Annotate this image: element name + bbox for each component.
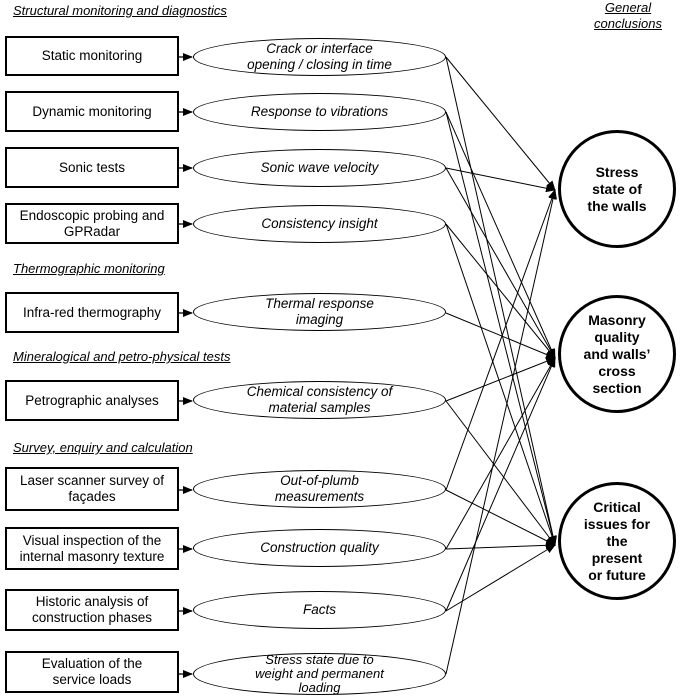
result-facts: Facts xyxy=(193,591,446,629)
method-sonic-tests: Sonic tests xyxy=(5,147,179,188)
method-historic-analysis: Historic analysis of construction phases xyxy=(5,589,179,631)
result-construction-quality: Construction quality xyxy=(193,529,446,567)
outcome-stress-state: Stress state of the walls xyxy=(558,130,676,248)
result-to-outcome-arrow xyxy=(445,56,557,546)
result-crack-opening: Crack or interface opening / closing in … xyxy=(193,38,446,76)
outcome-critical-issues: Critical issues for the present or futur… xyxy=(558,482,676,600)
result-to-outcome-arrow xyxy=(445,223,556,359)
result-consistency-insight: Consistency insight xyxy=(193,205,446,243)
outcome-masonry-quality: Masonry quality and walls’ cross section xyxy=(558,295,676,413)
result-thermal-response: Thermal response imaging xyxy=(193,293,446,331)
result-to-outcome-arrow xyxy=(445,189,556,491)
method-petrographic-analyses: Petrographic analyses xyxy=(5,380,179,421)
result-to-outcome-arrow xyxy=(445,56,556,191)
result-to-outcome-arrow xyxy=(445,541,556,550)
result-to-outcome-arrow xyxy=(445,357,556,612)
method-static-monitoring: Static monitoring xyxy=(5,36,179,76)
method-dynamic-monitoring: Dynamic monitoring xyxy=(5,91,179,132)
result-to-outcome-arrow xyxy=(445,489,556,546)
section-heading-survey: Survey, enquiry and calculation xyxy=(13,440,193,455)
result-stress-state-loading: Stress state due to weight and permanent… xyxy=(193,653,446,695)
result-to-outcome-arrow xyxy=(445,357,556,550)
result-to-outcome-arrow xyxy=(445,167,556,359)
result-to-outcome-arrow xyxy=(445,167,556,193)
result-to-outcome-arrow xyxy=(445,111,557,546)
section-heading-thermographic: Thermographic monitoring xyxy=(13,261,165,276)
result-to-outcome-arrow xyxy=(445,400,556,546)
method-service-loads: Evaluation of the service loads xyxy=(5,651,179,693)
method-endoscopic-gpradar: Endoscopic probing and GPRadar xyxy=(5,203,179,244)
result-out-of-plumb: Out-of-plumb measurements xyxy=(193,470,446,508)
result-to-outcome-arrow xyxy=(445,189,557,675)
result-to-outcome-arrow xyxy=(445,223,556,546)
result-response-vibrations: Response to vibrations xyxy=(193,93,446,131)
method-infrared-thermography: Infra-red thermography xyxy=(5,292,179,333)
general-conclusions-heading: General conclusions xyxy=(594,0,662,31)
result-to-outcome-arrow xyxy=(445,357,556,402)
method-laser-scanner-survey: Laser scanner survey of façades xyxy=(5,467,179,511)
result-chemical-consistency: Chemical consistency of material samples xyxy=(193,381,446,419)
result-to-outcome-arrow xyxy=(445,312,556,359)
method-visual-inspection: Visual inspection of the internal masonr… xyxy=(5,527,179,570)
section-heading-mineralogical: Mineralogical and petro-physical tests xyxy=(13,349,231,364)
result-to-outcome-arrow xyxy=(445,544,556,612)
section-heading-structural: Structural monitoring and diagnostics xyxy=(13,3,227,18)
result-to-outcome-arrow xyxy=(445,111,556,359)
result-sonic-wave-velocity: Sonic wave velocity xyxy=(193,149,446,187)
